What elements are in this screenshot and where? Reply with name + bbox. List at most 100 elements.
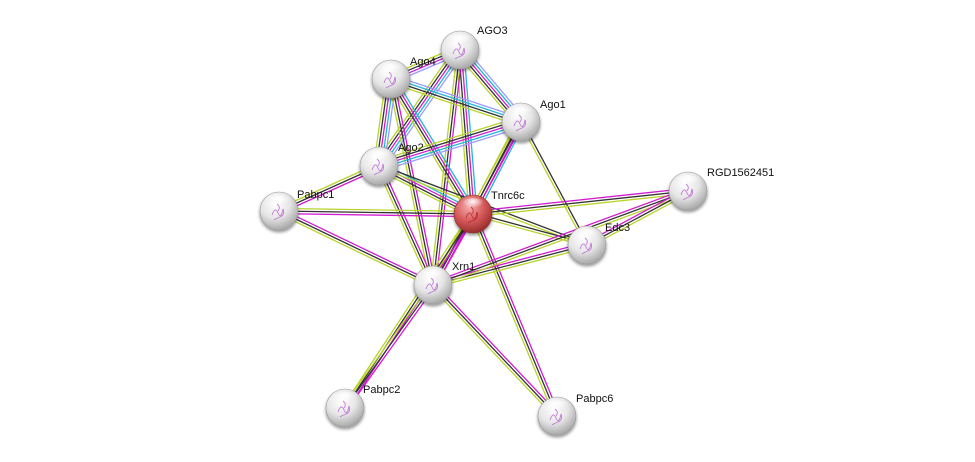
edge-tnrc6c-rgd1562451[interactable] (472, 187, 689, 218)
edge-xrn1-rgd1562451[interactable] (431, 187, 690, 289)
edge-line-coexpression (378, 165, 434, 286)
edge-line-coexpression (278, 210, 434, 286)
edge-ago1-ago2[interactable] (376, 116, 524, 172)
edge-ago1-edc3[interactable] (519, 120, 589, 247)
node-label: Tnrc6c (491, 190, 525, 202)
edge-line-coexpression (344, 213, 474, 409)
node-highlight (367, 150, 391, 164)
node-edc3[interactable]: Edc3 (567, 222, 630, 265)
node-label: Pabpc6 (576, 393, 613, 405)
edge-line-textmining (472, 214, 588, 247)
edge-line-textmining (342, 282, 432, 408)
edge-line-textmining (277, 212, 433, 288)
edge-line-database (393, 76, 477, 213)
edge-line-experiments (346, 285, 436, 411)
edge-line-homology (391, 74, 523, 119)
node-highlight (267, 195, 291, 209)
edge-line-textmining (472, 192, 689, 218)
node-label: Ago1 (540, 99, 566, 111)
edge-ago3-ago2[interactable] (374, 46, 465, 170)
node-xrn1[interactable]: Xrn1 (413, 261, 475, 305)
edge-line-database (380, 50, 463, 169)
node-ago4[interactable]: Ago4 (371, 56, 436, 99)
edge-line-textmining (278, 207, 474, 213)
node-tnrc6c[interactable]: Tnrc6c (453, 190, 525, 234)
edge-line-textmining (433, 246, 589, 289)
edge-line-textmining (429, 49, 459, 286)
node-ago3[interactable]: AGO3 (440, 25, 508, 70)
edge-xrn1-pabpc6[interactable] (430, 282, 560, 419)
node-ago2[interactable]: Ago2 (359, 142, 424, 186)
edge-ago2-xrn1[interactable] (375, 164, 437, 287)
node-highlight (448, 34, 472, 48)
edge-xrn1-pabpc2[interactable] (342, 282, 436, 411)
edge-line-experiments (378, 49, 461, 167)
edge-line-textmining (430, 286, 556, 419)
edge-line-textmining (519, 121, 587, 247)
node-label: Edc3 (605, 222, 630, 234)
node-pabpc2[interactable]: Pabpc2 (325, 384, 400, 428)
edge-line-experiments (474, 212, 561, 416)
edge-line-experiments (346, 214, 476, 411)
node-label: Ago2 (398, 142, 424, 154)
node-highlight (421, 269, 445, 283)
edge-line-textmining (376, 116, 521, 162)
edge-line-experiments (460, 49, 475, 215)
edge-line-coexpression (432, 190, 689, 286)
edge-line-textmining (469, 214, 556, 418)
edge-line-coexpression (376, 47, 459, 166)
edge-line-textmining (342, 211, 472, 408)
edge-line-coexpression (472, 212, 588, 245)
node-highlight (545, 400, 569, 414)
node-label: RGD1562451 (707, 167, 774, 179)
edge-tnrc6c-pabpc1[interactable] (278, 207, 474, 218)
node-highlight (333, 392, 357, 406)
edge-tnrc6c-edc3[interactable] (472, 212, 588, 247)
edge-line-experiments (431, 187, 688, 284)
edge-tnrc6c-pabpc2[interactable] (342, 211, 476, 411)
node-pabpc6[interactable]: Pabpc6 (537, 393, 613, 436)
node-ago1[interactable]: Ago1 (501, 99, 566, 142)
edge-line-experiments (278, 212, 474, 218)
edge-line-textmining (455, 49, 470, 215)
edge-line-coexpression (458, 49, 473, 215)
edge-line-database (390, 77, 523, 122)
edge-line-homology (379, 126, 524, 172)
edge-line-textmining (374, 46, 457, 164)
edge-line-coexpression (472, 190, 689, 215)
edge-line-coexpression (278, 210, 474, 215)
edge-line-coexpression (389, 79, 522, 124)
edge-line-textmining (389, 82, 521, 127)
node-label: Pabpc2 (363, 384, 400, 396)
edge-line-textmining (375, 166, 432, 287)
edge-line-experiments (380, 164, 437, 285)
node-highlight (461, 198, 485, 212)
edge-line-experiments (279, 208, 435, 284)
edge-line-textmining (433, 192, 690, 289)
node-label: AGO3 (477, 25, 508, 37)
node-pabpc1[interactable]: Pabpc1 (259, 189, 334, 231)
edge-line-coexpression (377, 118, 521, 165)
node-rgd1562451[interactable]: RGD1562451 (668, 167, 774, 211)
edge-line-homology (382, 52, 465, 170)
edge-tnrc6c-pabpc6[interactable] (469, 212, 561, 418)
edge-line-coexpression (344, 284, 434, 409)
node-label: Xrn1 (452, 261, 475, 273)
edge-line-coexpression (472, 213, 558, 417)
edge-line-experiments (472, 187, 689, 213)
node-highlight (509, 106, 533, 120)
node-highlight (575, 229, 599, 243)
edge-ago4-ago1[interactable] (389, 74, 523, 127)
edge-line-experiments (378, 121, 522, 167)
edge-line-experiments (434, 282, 560, 415)
node-label: Ago4 (410, 56, 436, 68)
edge-pabpc1-xrn1[interactable] (277, 208, 435, 288)
edge-line-database (379, 123, 523, 170)
node-label: Pabpc1 (297, 189, 334, 201)
node-highlight (676, 175, 700, 189)
edge-line-coexpression (521, 120, 589, 246)
node-highlight (379, 63, 403, 77)
edge-line-coexpression (432, 284, 558, 417)
